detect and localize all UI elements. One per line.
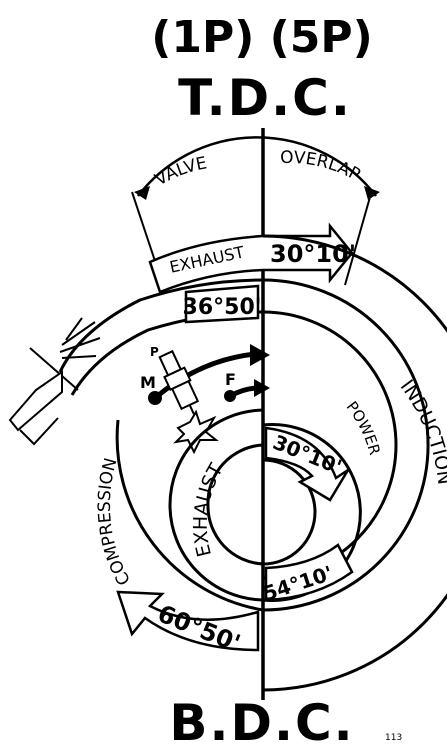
induction-label: INDUCTION	[396, 376, 447, 486]
bdc-label: B.D.C.	[169, 694, 354, 751]
bottom-angle: 60°50'	[154, 599, 244, 657]
marker-p: P	[150, 345, 159, 359]
valve-tick-right	[345, 190, 372, 285]
spark-plug-icon	[156, 350, 204, 419]
compression-label: COMPRESSION	[95, 456, 135, 588]
spiral-inner-band	[72, 312, 396, 578]
retard-arrowhead	[250, 344, 270, 366]
marker-f: F	[225, 370, 236, 389]
valve-tick-left	[132, 192, 158, 270]
f-dot	[224, 390, 236, 402]
spiral-top-angle: 36°50'	[183, 295, 262, 320]
marker-m: M	[140, 373, 156, 392]
spark-burst-icon	[176, 412, 216, 452]
header-title: (1P) (5P)	[151, 12, 372, 63]
m-dot	[148, 391, 162, 405]
power-label: POWER	[343, 398, 384, 457]
valve-overlap-left-arrow	[134, 186, 150, 200]
overlap-label: OVERLAP	[280, 148, 363, 185]
exhaust-outer-angle: 30°10'	[270, 240, 356, 268]
page-number: 113	[385, 733, 402, 743]
tdc-label: T.D.C.	[178, 69, 352, 127]
